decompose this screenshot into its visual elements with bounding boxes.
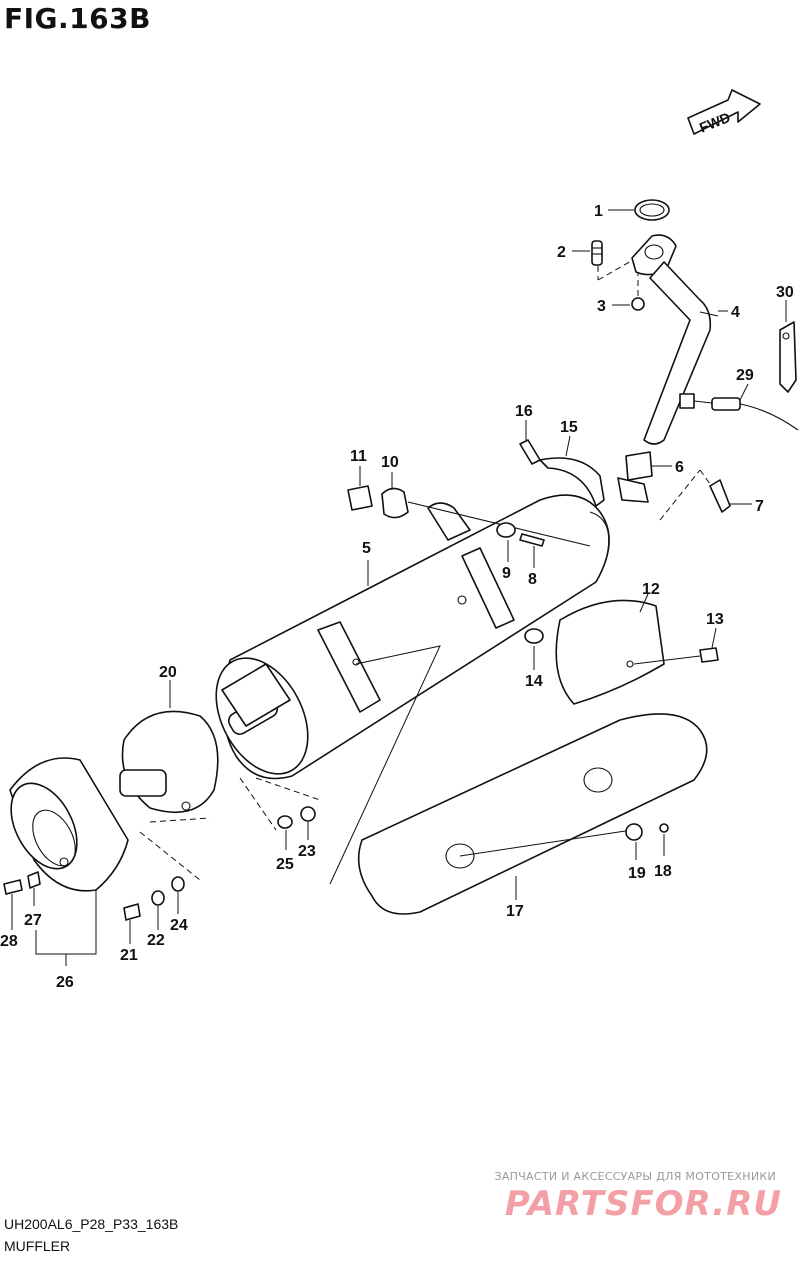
washer [496,522,516,538]
mount-bolt [519,533,545,547]
label-part-8: 8 [528,571,537,588]
small-nut [300,806,316,822]
label-part-10: 10 [381,454,399,471]
cushion [427,502,471,541]
label-part-6: 6 [675,459,684,476]
label-part-30: 30 [776,284,794,301]
label-part-20: 20 [159,664,177,681]
muffler-cover [357,713,708,915]
label-part-11: 11 [350,448,367,465]
label-part-9: 9 [502,565,511,582]
upper-bracket [539,457,605,507]
stud-bolt [591,240,603,266]
label-part-26: 26 [56,974,74,991]
watermark-brand-logo: PARTSFOR.RU [504,1184,782,1224]
label-part-24: 24 [170,917,188,934]
tip-collar [27,871,41,889]
cap [524,628,544,644]
muffler-end-tip [9,757,129,892]
muffler-body [215,494,610,780]
label-part-2: 2 [557,244,566,261]
collar [347,485,373,511]
label-part-23: 23 [298,843,316,860]
end-cap [119,710,219,814]
label-part-5: 5 [362,540,371,557]
cap-gasket [171,876,185,892]
bracket-bolt [519,439,541,465]
o2-sensor [679,393,799,431]
label-part-18: 18 [654,863,672,880]
label-part-15: 15 [560,419,578,436]
label-part-22: 22 [147,932,165,949]
label-part-1: 1 [594,203,603,220]
rubber-mount [381,487,409,519]
small-washer [277,815,293,829]
label-part-19: 19 [628,865,646,882]
label-part-4: 4 [731,304,740,321]
pipe-clamp [625,451,653,481]
grommet [625,823,643,841]
gasket-ring [634,199,670,221]
model-code: UH200AL6_P28_P33_163B [4,1216,179,1232]
fwd-arrow-icon: FWD [687,89,761,136]
label-part-12: 12 [642,581,660,598]
clamp-bolt [709,479,731,513]
section-name: MUFFLER [4,1238,71,1254]
sensor-bracket [779,321,797,393]
label-part-14: 14 [525,673,543,690]
label-part-27: 27 [24,912,42,929]
nut [631,297,645,311]
label-part-17: 17 [506,903,524,920]
shield-bolt [699,647,719,663]
label-part-13: 13 [706,611,724,628]
label-part-28: 28 [0,933,18,950]
figure-title: FIG.163B [4,2,151,35]
label-part-16: 16 [515,403,533,420]
exhaust-pipe [631,234,719,445]
label-part-21: 21 [120,947,138,964]
heat-shield [555,599,665,705]
label-part-25: 25 [276,856,294,873]
cap-washer [151,890,165,906]
watermark-tagline: ЗАПЧАСТИ И АКСЕССУАРЫ ДЛЯ МОТОТЕХНИКИ [494,1170,776,1183]
label-part-3: 3 [597,298,606,315]
label-part-29: 29 [736,367,754,384]
tip-bolt [3,879,23,895]
label-part-7: 7 [755,498,764,515]
cap-bolt [123,903,141,921]
collar-small [659,823,669,833]
